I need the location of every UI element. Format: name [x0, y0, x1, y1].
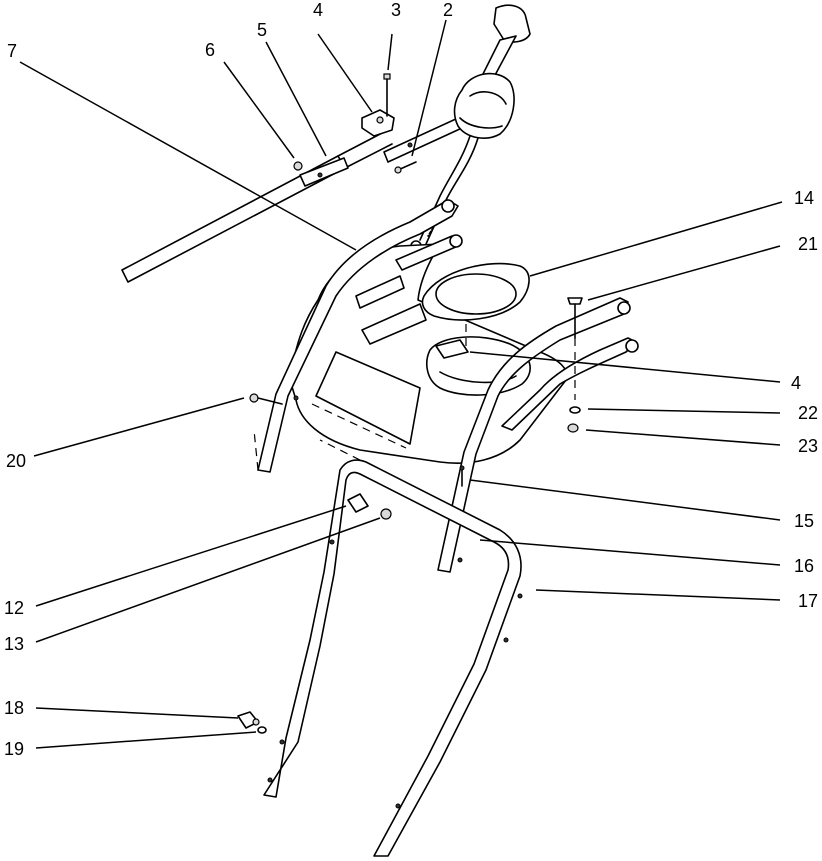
- bolt-part-3: [383, 73, 391, 117]
- lower-handle: [263, 459, 523, 857]
- nut-part-6: [293, 161, 303, 171]
- callout-21: 21: [798, 234, 818, 254]
- callout-20: 20: [6, 451, 26, 471]
- gasket-part-14: [421, 262, 530, 352]
- callout-17: 17: [798, 591, 818, 611]
- spacer-part-12: [347, 493, 369, 513]
- callout-15: 15: [794, 511, 814, 531]
- clip-part-4-top: [361, 109, 395, 137]
- callout-7: 7: [7, 41, 17, 61]
- washer-part-22: [569, 406, 581, 414]
- washer-part-19: [257, 726, 267, 734]
- shift-lever-part-2: [383, 117, 463, 174]
- upper-handle-right: [437, 297, 639, 573]
- callout-labels: 2 3 4 5 6 7 14 21 4 22 23 20 15 16 17 12…: [4, 0, 818, 759]
- shift-knob: [453, 4, 531, 139]
- callout-18: 18: [4, 698, 24, 718]
- bracket-part-5: [299, 157, 349, 187]
- callout-3: 3: [391, 0, 401, 20]
- nut-part-23: [567, 423, 579, 433]
- callout-2: 2: [443, 0, 453, 20]
- callout-16: 16: [794, 556, 814, 576]
- nut-part-13: [380, 508, 392, 520]
- knob-bolt-part-18: [237, 711, 260, 729]
- bolt-part-21: [567, 297, 583, 400]
- callout-22: 22: [798, 403, 818, 423]
- callout-12: 12: [4, 598, 24, 618]
- callout-19: 19: [4, 739, 24, 759]
- upper-handle-left: [257, 199, 463, 473]
- callout-23: 23: [798, 436, 818, 456]
- callout-6: 6: [205, 40, 215, 60]
- callout-14: 14: [794, 188, 814, 208]
- bolt-part-20: [249, 393, 283, 405]
- callout-4-right: 4: [791, 373, 801, 393]
- screw-part-15: [459, 465, 465, 487]
- callout-4-top: 4: [313, 0, 323, 20]
- leader-lines: [19, 19, 783, 749]
- callout-13: 13: [4, 634, 24, 654]
- callout-5: 5: [257, 20, 267, 40]
